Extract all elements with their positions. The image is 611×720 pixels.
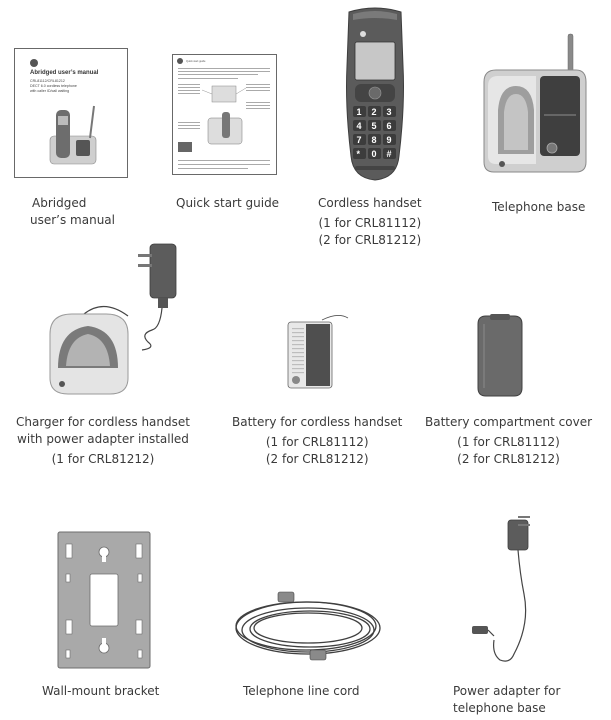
- quick-start-cover-title: Quick start guide: [186, 59, 206, 63]
- manual-cover-desc-2: with caller ID/call waiting: [30, 89, 69, 93]
- handset-key-label: 0: [372, 149, 377, 159]
- handset-key-label: 7: [357, 135, 362, 145]
- power-adapter-image: [472, 516, 530, 662]
- telephone-base-image: [483, 33, 587, 173]
- quick-start-cover-image: Quick start guide: [172, 54, 277, 175]
- base-logo-icon: [499, 161, 505, 167]
- handset-key-label: 3: [387, 107, 392, 117]
- bracket-caption: Wall-mount bracket: [42, 684, 160, 698]
- base-caption: Telephone base: [492, 200, 586, 214]
- handset-key-label: 1: [357, 107, 362, 117]
- wall-mount-bracket-image: [57, 531, 151, 669]
- handset-caption: Cordless handset (1 for CRL81112) (2 for…: [318, 196, 422, 247]
- handset-key-label: #: [387, 149, 392, 159]
- handset-key: [383, 106, 396, 117]
- handset-key: [383, 134, 396, 145]
- charger-logo-icon: [59, 381, 65, 387]
- battery-cover-caption: Battery compartment cover (1 for CRL8111…: [425, 415, 593, 466]
- handset-key: [368, 148, 381, 159]
- handset-key: [353, 106, 366, 117]
- charger-caption: Charger for cordless handset with power …: [16, 415, 190, 466]
- att-logo-icon: [30, 59, 38, 67]
- handset-key-label: *: [357, 149, 361, 159]
- handset-key: [368, 120, 381, 131]
- quick-start-caption: Quick start guide: [176, 196, 280, 210]
- telephone-line-cord-image: [235, 591, 381, 661]
- manual-cover-models: CRL81112/CRL81212: [30, 79, 65, 83]
- manual-cover-title: Abridged user’s manual: [30, 70, 99, 76]
- manual-cover-image: Abridged user’s manual CRL81112/CRL81212…: [14, 48, 128, 178]
- battery-cover-image: [477, 314, 523, 397]
- handset-key: [383, 148, 396, 159]
- battery-image: [287, 315, 349, 389]
- handset-key: [368, 106, 381, 117]
- handset-logo-icon: [360, 31, 366, 37]
- handset-key: [383, 120, 396, 131]
- line-cord-caption: Telephone line cord: [243, 684, 360, 698]
- handset-key: [353, 134, 366, 145]
- handset-key-label: 2: [372, 107, 377, 117]
- handset-key-label: 5: [372, 121, 377, 131]
- handset-key: [368, 134, 381, 145]
- handset-key-label: 9: [387, 135, 392, 145]
- power-adapter-caption: Power adapter for telephone base: [453, 684, 561, 715]
- handset-screen: [354, 41, 396, 81]
- manual-caption: Abridged user’s manual: [30, 196, 115, 227]
- handset-key: [353, 148, 366, 159]
- charger-image: [49, 243, 177, 395]
- handset-key-label: 6: [387, 121, 392, 131]
- handset-key: [353, 120, 366, 131]
- manual-cover-desc-1: DECT 6.0 cordless telephone: [30, 84, 77, 88]
- handset-key-label: 4: [357, 121, 362, 131]
- battery-caption: Battery for cordless handset (1 for CRL8…: [232, 415, 403, 466]
- handset-key-label: 8: [372, 135, 377, 145]
